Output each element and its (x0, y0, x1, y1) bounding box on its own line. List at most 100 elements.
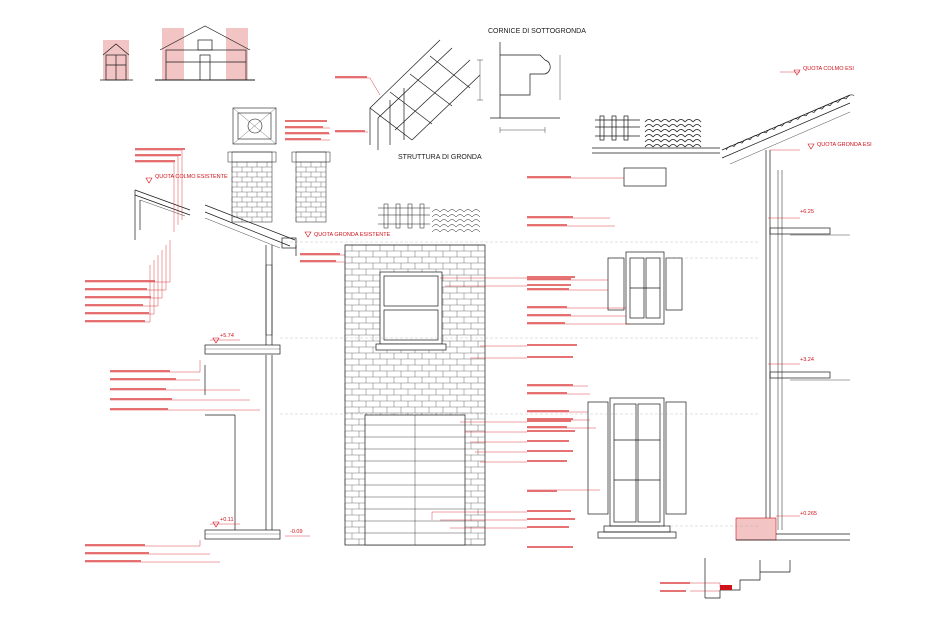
annotation-text-mark (527, 420, 571, 422)
roof-tile (692, 119, 702, 123)
roof-tile (431, 209, 441, 213)
roof-tile (676, 139, 686, 143)
annotation-text-mark (527, 314, 571, 316)
roof-tile (845, 94, 855, 100)
roof-tile (789, 118, 799, 123)
roof-tile (692, 124, 702, 128)
roof-tile (644, 119, 654, 123)
annotation-text-mark (527, 276, 575, 278)
roof-tile (676, 134, 686, 138)
level-colmo-left: QUOTA COLMO ESISTENTE (155, 174, 228, 180)
central-brick-elevation (344, 244, 486, 546)
roof-tile (471, 229, 481, 233)
roof-tile (652, 134, 662, 138)
annotation-text-mark (110, 370, 170, 372)
roof-tile (644, 124, 654, 128)
annotation-text-mark (110, 388, 166, 390)
annotation-text-mark (527, 384, 573, 386)
roof-tile (644, 144, 654, 148)
roof-tile (676, 119, 686, 123)
roof-tile (447, 214, 457, 218)
roof-tile (644, 139, 654, 143)
annotation-text-mark (527, 306, 567, 308)
roof-tile (660, 129, 670, 133)
annotation-text-mark (527, 176, 571, 178)
roof-tile (455, 224, 465, 228)
annotation-text-mark (85, 296, 151, 298)
annotation-text-mark (527, 546, 573, 548)
roof-tile (773, 125, 783, 130)
struttura-title: STRUTTURA DI GRONDA (398, 154, 482, 161)
roof-tile (447, 219, 457, 223)
annotation-text-mark (527, 224, 567, 226)
annotation-text-mark (85, 288, 147, 290)
roof-tile (455, 209, 465, 213)
roof-tile (660, 139, 670, 143)
annotation-text-mark (285, 132, 329, 134)
annotation-text-mark (527, 288, 569, 290)
roof-tile (668, 119, 678, 123)
elevation-0265: +0.265 (800, 511, 817, 517)
roof-tile (684, 144, 694, 148)
annotation-text-mark (527, 418, 573, 420)
level-markers (145, 69, 815, 528)
roof-tile (431, 219, 441, 223)
roof-tile (660, 134, 670, 138)
roof-tile (431, 224, 441, 228)
annotation-text-mark (660, 582, 690, 584)
annotation-text-mark (285, 138, 321, 140)
elevation-574: +5.74 (220, 333, 234, 339)
roof-tile (684, 129, 694, 133)
roof-tile (471, 209, 481, 213)
annotation-text-mark (527, 410, 569, 412)
annotation-text-mark (85, 560, 141, 562)
chimney-plan (232, 107, 277, 145)
annotation-text-mark (85, 552, 149, 554)
annotation-text-mark (85, 320, 145, 322)
roof-tile (471, 224, 481, 228)
roof-tile (439, 219, 449, 223)
annotation-text-mark (527, 440, 569, 442)
annotation-text-mark (110, 378, 176, 380)
roof-tile (692, 144, 702, 148)
annotation-text-mark (335, 130, 365, 132)
roof-tile (447, 224, 457, 228)
roof-tile (471, 214, 481, 218)
roof-tile (463, 224, 473, 228)
annotation-text-mark (527, 526, 569, 528)
roof-tile (805, 111, 815, 117)
annotation-text-mark (300, 253, 340, 255)
annotation-text-mark (135, 148, 185, 150)
annotation-text-mark (85, 280, 155, 282)
annotation-text-mark (135, 160, 175, 162)
annotation-text-mark (527, 450, 573, 452)
cornice-title: CORNICE DI SOTTOGRONDA (488, 28, 586, 35)
roof-tile (765, 128, 775, 134)
roof-tile (676, 129, 686, 133)
roof-tile (447, 229, 457, 233)
roof-tile (455, 214, 465, 218)
roof-tile (741, 138, 751, 144)
annotation-text-mark (527, 322, 565, 324)
roof-tile (439, 209, 449, 213)
annotation-text-mark (527, 216, 573, 218)
reference-lines (280, 241, 760, 527)
annotation-text-mark (527, 278, 571, 280)
elevation-009: -0.09 (290, 529, 303, 535)
roof-tile (757, 131, 767, 137)
annotation-text-mark (527, 510, 571, 512)
roof-tile (644, 134, 654, 138)
roof-tile (447, 209, 457, 213)
left-wall-section (134, 189, 297, 540)
level-gronda-mid: QUOTA GRONDA ESISTENTE (314, 232, 391, 238)
annotation-text-mark (527, 356, 573, 358)
roof-tile (652, 144, 662, 148)
roof-tile (463, 209, 473, 213)
roof-tile (439, 224, 449, 228)
roof-tile (668, 129, 678, 133)
roof-tile (660, 124, 670, 128)
roof-tile (676, 144, 686, 148)
annotation-text-mark (85, 544, 145, 546)
elevation-625: +6.25 (800, 209, 814, 215)
